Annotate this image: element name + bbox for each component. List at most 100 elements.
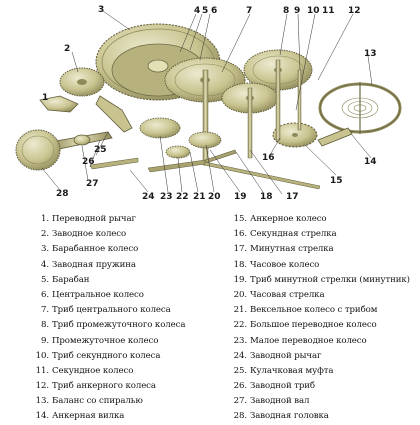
legend-item-number: 20. — [233, 289, 247, 300]
legend-item-text: Центральное колесо — [52, 289, 144, 300]
legend-item-text: Триб минутной стрелки (минутник) — [250, 274, 410, 285]
legend-item-number: 21. — [233, 305, 247, 316]
motion-works — [139, 117, 222, 159]
callout-9: 9 — [294, 6, 300, 16]
callout-14: 14 — [364, 157, 377, 167]
legend-item-number: 8. — [41, 320, 49, 331]
legend-item-number: 15. — [233, 214, 247, 224]
legend-item: 9.Промежуточное колесо — [34, 334, 234, 349]
legend-item: 22.Большое переводное колесо — [232, 318, 420, 333]
legend-item: 8.Триб промежуточного колеса — [34, 318, 234, 333]
callout-26: 26 — [82, 157, 95, 167]
legend-item: 14.Анкерная вилка — [34, 409, 234, 424]
callout-1: 1 — [42, 93, 48, 103]
callout-6: 6 — [211, 6, 217, 16]
legend-item-number: 11. — [35, 365, 49, 376]
callout-28: 28 — [56, 189, 69, 199]
legend-item-text: Переводной рычаг — [52, 214, 136, 224]
legend-item: 27.Заводной вал — [232, 394, 420, 409]
watch-hands — [89, 149, 321, 190]
legend-item-text: Триб секундного колеса — [52, 350, 161, 361]
legend-item-number: 2. — [41, 229, 49, 240]
legend-item-number: 5. — [41, 274, 49, 285]
legend-item-text: Часовая стрелка — [250, 289, 325, 300]
legend-item-text: Большое переводное колесо — [250, 320, 377, 331]
legend-item: 15.Анкерное колесо — [232, 212, 420, 227]
legend-item-text: Заводной вал — [250, 396, 310, 407]
callout-7: 7 — [246, 6, 252, 16]
callout-12: 12 — [348, 6, 361, 16]
legend-item: 6.Центральное колесо — [34, 288, 234, 303]
legend-item-number: 14. — [35, 411, 49, 422]
watch-mechanism-diagram: 3 4 5 6 7 8 9 10 11 12 2 1 13 14 16 15 1… — [15, 5, 402, 202]
callout-24: 24 — [142, 192, 155, 202]
legend-item: 18.Часовое колесо — [232, 258, 420, 273]
balance-wheel — [318, 82, 402, 134]
legend-item-text: Барабанное колесо — [52, 244, 139, 255]
callout-15: 15 — [330, 176, 343, 186]
legend-item-number: 22. — [233, 320, 247, 331]
leader-lines — [41, 10, 373, 195]
legend-item: 7.Триб центрального колеса — [34, 303, 234, 318]
legend-item-text: Секундное колесо — [52, 365, 134, 376]
callout-27: 27 — [86, 179, 99, 189]
legend-item: 12.Триб анкерного колеса — [34, 379, 234, 394]
legend-item-number: 27. — [233, 396, 247, 407]
legend-item-number: 25. — [233, 365, 247, 376]
legend-item: 2.Заводное колесо — [34, 227, 234, 242]
legend-item-text: Промежуточное колесо — [52, 335, 159, 346]
legend-item-number: 26. — [233, 381, 247, 392]
legend-item-number: 12. — [35, 381, 49, 392]
legend-item-text: Заводное колесо — [52, 229, 127, 240]
legend-item-text: Кулачковая муфта — [250, 365, 334, 376]
legend-item-text: Триб промежуточного колеса — [52, 320, 186, 331]
legend-item: 1.Переводной рычаг — [34, 212, 234, 227]
legend-item-number: 4. — [41, 259, 49, 270]
callout-5: 5 — [202, 6, 208, 16]
callout-22: 22 — [176, 192, 189, 202]
legend-item: 28.Заводная головка — [232, 409, 420, 424]
legend-item-number: 18. — [233, 259, 247, 270]
winding-wheel — [59, 67, 105, 97]
legend-item-text: Вексельное колесо с трибом — [250, 305, 378, 316]
legend-item-text: Часовое колесо — [250, 259, 320, 270]
legend-item: 21.Вексельное колесо с трибом — [232, 303, 420, 318]
legend-item-text: Анкерная вилка — [52, 411, 125, 422]
callout-18: 18 — [260, 192, 273, 202]
legend-item: 13.Баланс со спиралью — [34, 394, 234, 409]
legend-item: 20.Часовая стрелка — [232, 288, 420, 303]
legend-item: 10.Триб секундного колеса — [34, 349, 234, 364]
legend-item-text: Баланс со спиралью — [52, 396, 143, 407]
legend-item-number: 23. — [233, 335, 247, 346]
callout-4: 4 — [194, 6, 200, 16]
legend-item: 19.Триб минутной стрелки (минутник) — [232, 273, 420, 288]
legend-item-number: 1. — [41, 214, 49, 224]
legend-item-number: 24. — [233, 350, 247, 361]
legend-item: 3.Барабанное колесо — [34, 242, 234, 257]
legend-item-number: 9. — [41, 335, 49, 346]
callout-labels: 3 4 5 6 7 8 9 10 11 12 2 1 13 14 16 15 1… — [42, 5, 377, 202]
callout-19: 19 — [234, 192, 247, 202]
legend-item-text: Заводная пружина — [52, 259, 136, 270]
callout-2: 2 — [64, 44, 70, 54]
winding-crown — [15, 129, 61, 171]
callout-25: 25 — [94, 145, 107, 155]
legend-item-number: 16. — [233, 229, 247, 240]
legend-item-number: 13. — [35, 396, 49, 407]
legend-item-text: Триб анкерного колеса — [52, 381, 156, 392]
legend-item-text: Триб центрального колеса — [52, 305, 171, 316]
escape-wheel — [272, 122, 318, 148]
legend-item: 4.Заводная пружина — [34, 258, 234, 273]
callout-16: 16 — [262, 153, 275, 163]
legend-item-text: Анкерное колесо — [250, 214, 327, 224]
legend-item-text: Малое переводное колесо — [250, 335, 367, 346]
legend-item-number: 19. — [233, 274, 247, 285]
callout-10: 10 — [307, 6, 320, 16]
legend-item-text: Минутная стрелка — [250, 244, 334, 255]
setting-lever — [39, 95, 133, 133]
callout-8: 8 — [283, 6, 289, 16]
legend-item: 24.Заводной рычаг — [232, 349, 420, 364]
